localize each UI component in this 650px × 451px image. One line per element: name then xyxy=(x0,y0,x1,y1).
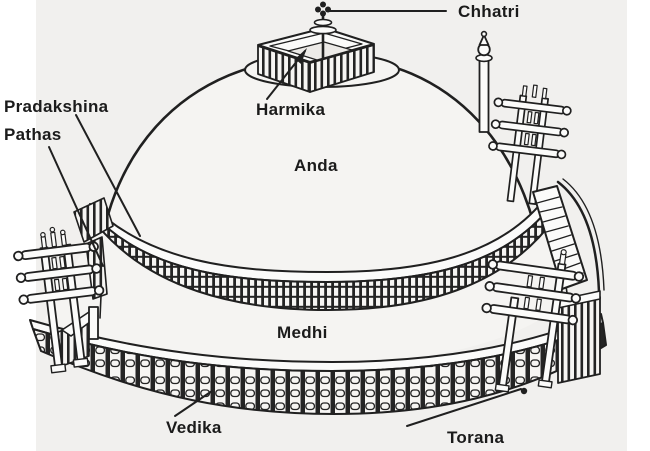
leader-torana xyxy=(406,388,522,427)
leader-pradakshina-upper xyxy=(75,114,141,237)
ashoka-pillar xyxy=(475,30,493,133)
label-chhatri: Chhatri xyxy=(458,2,520,21)
label-pradakshina-line2: Pathas xyxy=(4,125,62,144)
label-harmika: Harmika xyxy=(256,100,326,119)
label-pradakshina-line1: Pradakshina xyxy=(4,97,109,116)
right-entrance-railing xyxy=(557,290,601,384)
lower-vedika-band xyxy=(29,313,607,415)
leader-harmika-arrowhead xyxy=(295,48,307,64)
harmika-structure xyxy=(257,27,375,93)
torana-post-base-mark xyxy=(520,387,528,395)
label-medhi: Medhi xyxy=(277,323,328,342)
leader-vedika xyxy=(174,390,213,417)
label-vedika: Vedika xyxy=(166,418,222,437)
leader-lines xyxy=(48,10,522,427)
right-upper-torana xyxy=(488,84,572,205)
leader-pradakshina-lower xyxy=(48,146,104,267)
label-pradakshina-pathas: Pradakshina Pathas xyxy=(4,93,108,149)
left-torana xyxy=(13,226,105,374)
label-anda: Anda xyxy=(294,156,338,175)
right-front-torana xyxy=(481,249,585,393)
label-torana: Torana xyxy=(447,428,505,447)
